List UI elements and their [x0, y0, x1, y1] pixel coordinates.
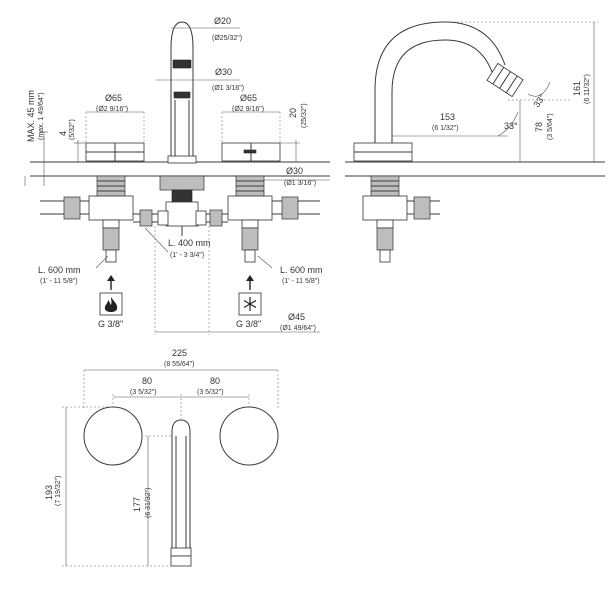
front-elevation: Ø20 (Ø25/32") Ø30 (Ø1 3/16") Ø65 (Ø2 9/1…: [24, 16, 330, 335]
dim-spout-dia: Ø20: [214, 16, 231, 26]
dim-handle-height-right-in: (25/32"): [301, 103, 308, 128]
dim-spacing-left: 80: [142, 376, 152, 386]
dim-body-dia-in: (Ø1 3/16"): [212, 85, 244, 92]
right-handle: [221, 142, 281, 162]
flame-icon: [99, 292, 123, 316]
right-valve-assembly: [227, 175, 273, 263]
hot-inlet-arrow: [107, 275, 115, 290]
plan-view: 225 (8 55/64") 80 (3 5/32") 80 (3 5/32")…: [44, 348, 279, 567]
dim-depth-total-in: (7 19/32"): [55, 475, 62, 506]
dim-spout-angle-a: 33°: [504, 121, 518, 131]
dim-hose-left: L. 600 mm: [38, 265, 81, 275]
left-handle: [85, 142, 145, 162]
dim-body-dia-lower: Ø30: [286, 166, 303, 176]
dim-flange-dia-in: (Ø1 49/64"): [280, 325, 316, 332]
dim-max-thickness-in: (max. 1 49/64"): [38, 92, 45, 140]
dim-total-height: 161: [572, 81, 582, 96]
dim-handle-dia-right-in: (Ø2 9/16"): [232, 106, 264, 113]
plan-right-handle: [219, 406, 279, 466]
left-valve-assembly: [88, 175, 134, 263]
dim-spout-reach-in: (6 1/32"): [432, 125, 459, 132]
dim-depth-total: 193: [44, 485, 54, 500]
dim-outlet-height: 78: [534, 122, 544, 132]
dim-overall-width: 225: [172, 348, 187, 358]
central-mixer-block: [157, 175, 207, 236]
thread-right: G 3/8": [236, 319, 261, 329]
dim-body-dia: Ø30: [215, 67, 232, 77]
snowflake-icon: [238, 292, 262, 316]
thread-left: G 3/8": [98, 319, 123, 329]
plan-spout: [170, 419, 192, 567]
dim-spacing-left-in: (3 5/32"): [130, 389, 157, 396]
dim-handle-dia-left-in: (Ø2 9/16"): [96, 106, 128, 113]
dim-handle-dia-right: Ø65: [240, 93, 257, 103]
dim-handle-dia-left: Ø65: [105, 93, 122, 103]
cold-inlet-arrow: [246, 275, 254, 290]
dim-hose-mid-in: (1' - 3 3/4"): [170, 252, 204, 259]
dim-max-thickness: MAX. 45 mm: [26, 90, 36, 142]
dim-flange-dia: Ø45: [288, 312, 305, 322]
plan-left-handle: [83, 406, 143, 466]
dim-total-height-in: (6 11/32"): [584, 74, 591, 104]
dim-overall-width-in: (8 55/64"): [164, 361, 195, 368]
spout-body: [167, 21, 197, 164]
dim-hose-left-in: (1' - 11 5/8"): [40, 278, 78, 285]
dim-body-dia-lower-in: (Ø1 3/16"): [284, 180, 316, 187]
dim-handle-height-right: 20: [288, 108, 298, 118]
dim-hose-right-in: (1' - 11 5/8"): [282, 278, 320, 285]
dim-handle-height-left: 4: [58, 131, 68, 136]
spout-arc: [374, 21, 524, 143]
dim-hose-mid: L. 400 mm: [168, 238, 211, 248]
dim-spout-length: 177: [132, 497, 142, 512]
dim-spacing-right-in: (3 5/32"): [197, 389, 224, 396]
hoses: [40, 196, 320, 227]
dim-spout-dia-in: (Ø25/32"): [212, 35, 242, 42]
dim-spout-angle-b: 33°: [531, 92, 547, 109]
side-valve-assembly: [362, 175, 440, 263]
dim-handle-height-left-in: (5/32"): [69, 119, 76, 140]
dim-spout-reach: 153: [440, 112, 455, 122]
dim-spout-length-in: (6 31/32"): [145, 487, 152, 518]
side-elevation: 153 (6 1/32") 33° 33° 78 (3 5/64") 161 (…: [345, 21, 605, 263]
dim-hose-right: L. 600 mm: [280, 265, 323, 275]
dim-spacing-right: 80: [210, 376, 220, 386]
dim-outlet-height-in: (3 5/64"): [547, 113, 554, 140]
